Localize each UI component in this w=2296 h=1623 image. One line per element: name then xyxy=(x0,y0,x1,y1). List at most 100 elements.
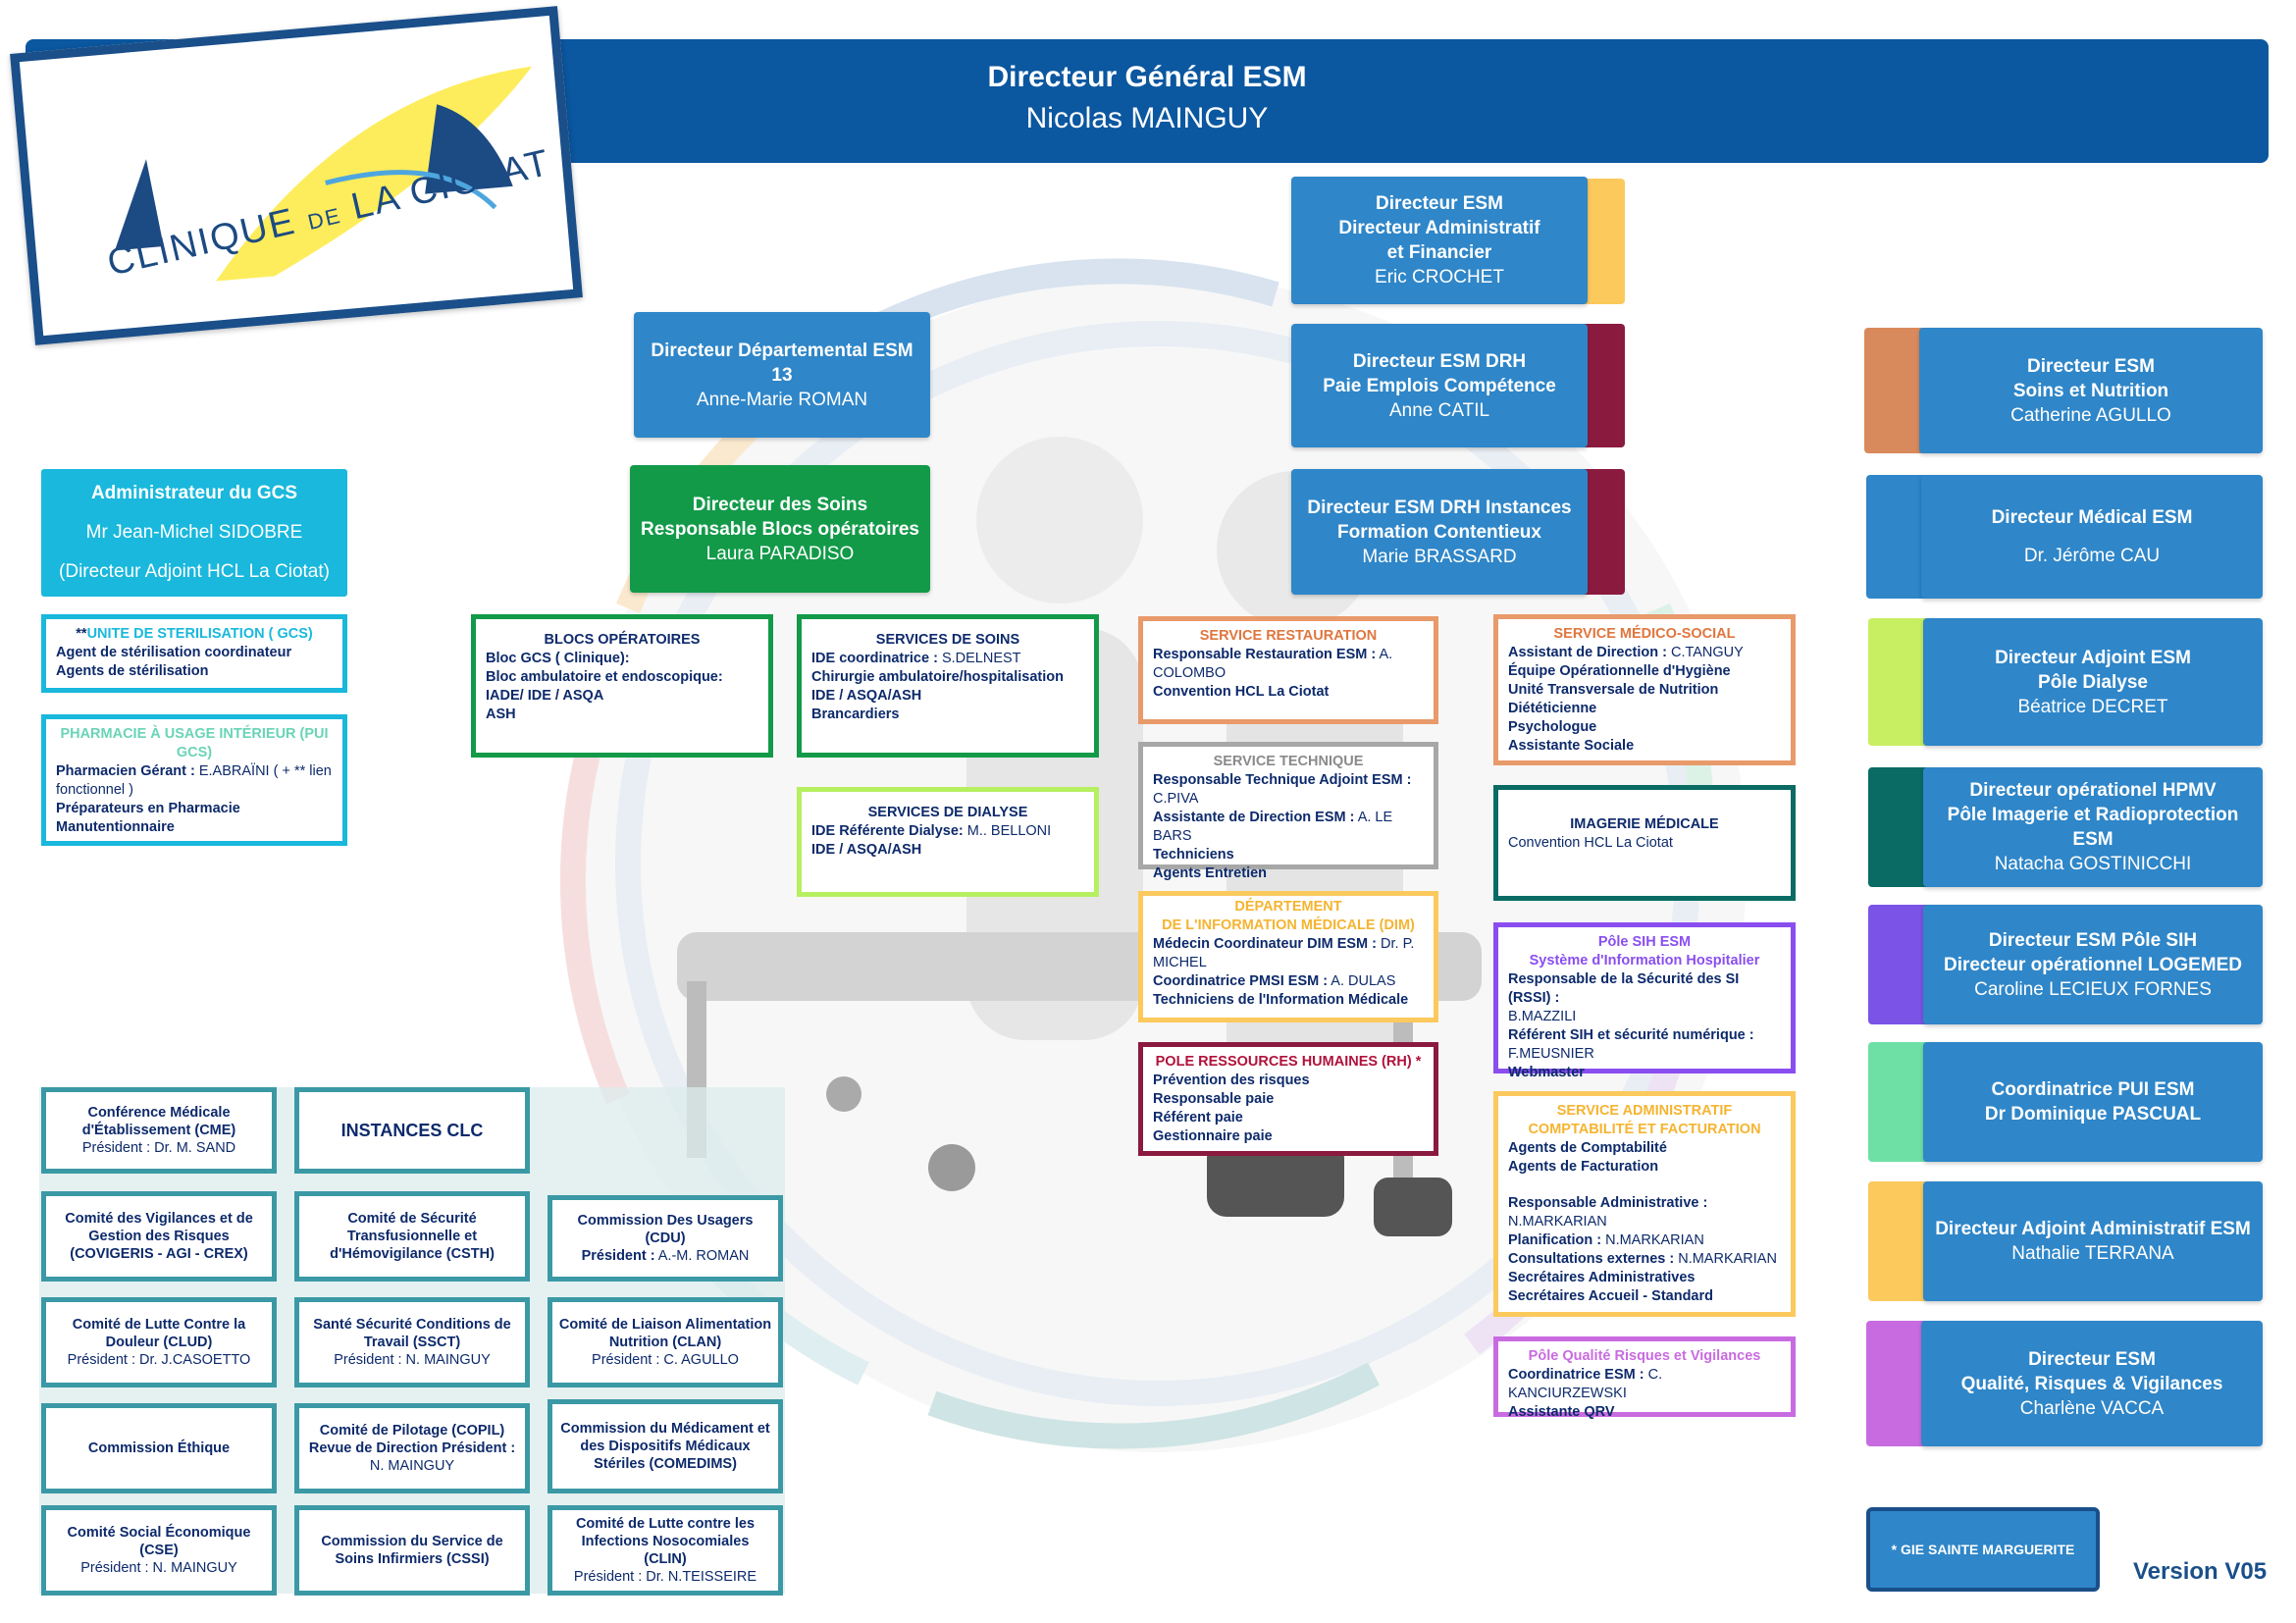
gie-sainte-marguerite-badge: * GIE SAINTE MARGUERITE xyxy=(1866,1507,2100,1592)
services-soins-line-4: Brancardiers xyxy=(811,707,900,722)
services-soins-line-3: IDE / ASQA/ASH xyxy=(811,688,922,704)
right-director-8-box: Directeur ESM Qualité, Risques & Vigilan… xyxy=(1921,1321,2263,1446)
instance-clud: Comité de Lutte Contre la Douleur (CLUD)… xyxy=(41,1297,277,1387)
admin-line-4: Planification : N.MARKARIAN xyxy=(1508,1232,1704,1248)
service-medico-social-box: SERVICE MÉDICO-SOCIAL Assistant de Direc… xyxy=(1493,614,1796,765)
right-director-2-tab xyxy=(1866,475,1929,599)
sih-line-1: Responsable de la Sécurité des SI (RSSI)… xyxy=(1508,971,1740,1006)
logo-sail-icon xyxy=(114,66,533,282)
right-director-7-box: Directeur Adjoint Administratif ESM Nath… xyxy=(1923,1181,2263,1301)
right-director-2-box: Directeur Médical ESM Dr. Jérôme CAU xyxy=(1921,475,2263,599)
restauration-line-1: Responsable Restauration ESM : A. COLOMB… xyxy=(1153,647,1393,681)
admin-title-2: COMPTABILITÉ ET FACTURATION xyxy=(1528,1122,1761,1137)
right-director-1-title: Directeur ESM Soins et Nutrition xyxy=(2012,355,2169,401)
imagerie-title: IMAGERIE MÉDICALE xyxy=(1570,816,1719,832)
instance-covigeris: Comité des Vigilances et de Gestion des … xyxy=(41,1191,277,1282)
right-director-1-name: Catherine AGULLO xyxy=(2010,404,2171,426)
right-director-2-name: Dr. Jérôme CAU xyxy=(2023,546,2161,566)
blocs-line-3: IADE/ IDE / ASQA xyxy=(486,688,604,704)
medico-social-line-2: Équipe Opérationnelle d'Hygiène xyxy=(1508,663,1731,679)
right-director-6-tab xyxy=(1868,1042,1931,1162)
director-daf-box: Directeur ESM Directeur Administratif et… xyxy=(1291,177,1588,304)
dim-title-1: DÉPARTEMENT xyxy=(1234,899,1342,915)
pole-qualite-box: Pôle Qualité Risques et Vigilances Coord… xyxy=(1493,1336,1796,1420)
right-director-5-title: Directeur ESM Pôle SIH Directeur opérati… xyxy=(1943,929,2243,975)
right-director-7-title: Directeur Adjoint Administratif ESM xyxy=(1935,1219,2251,1239)
medico-social-title: SERVICE MÉDICO-SOCIAL xyxy=(1553,626,1736,642)
sterilisation-line-2: Agents de stérilisation xyxy=(56,663,209,679)
right-director-5-name: Caroline LECIEUX FORNES xyxy=(1974,978,2212,1000)
instance-ethique: Commission Éthique xyxy=(41,1403,277,1493)
dialyse-title: SERVICES DE DIALYSE xyxy=(867,805,1028,820)
sterilisation-unit-box: **UNITE DE STERILISATION ( GCS) Agent de… xyxy=(41,614,347,693)
right-director-3-tab xyxy=(1868,618,1931,746)
admin-line-3: Responsable Administrative : xyxy=(1508,1195,1708,1211)
dim-line-1: Médecin Coordinateur DIM ESM : Dr. P. MI… xyxy=(1153,936,1415,970)
sih-line-2: Référent SIH et sécurité numérique : xyxy=(1508,1027,1754,1043)
services-soins-title: SERVICES DE SOINS xyxy=(875,632,1020,648)
right-director-6-box: Coordinatrice PUI ESM Dr Dominique PASCU… xyxy=(1923,1042,2263,1162)
medico-social-line-5: Psychologue xyxy=(1508,719,1597,735)
blocs-line-4: ASH xyxy=(486,707,516,722)
technique-line-1: Responsable Technique Adjoint ESM : C.PI… xyxy=(1153,772,1412,807)
right-director-6-title: Coordinatrice PUI ESM Dr Dominique PASCU… xyxy=(1984,1079,2202,1125)
soins-director-title: Directeur des Soins Responsable Blocs op… xyxy=(640,494,920,540)
qualite-line-1: Coordinatrice ESM : C. KANCIURZEWSKI xyxy=(1508,1367,1663,1401)
imagerie-medicale-box: IMAGERIE MÉDICALE Convention HCL La Ciot… xyxy=(1493,785,1796,901)
gcs-title: Administrateur du GCS xyxy=(90,483,298,503)
right-director-5-box: Directeur ESM Pôle SIH Directeur opérati… xyxy=(1923,905,2263,1024)
instance-cme: Conférence Médicale d'Établissement (CME… xyxy=(41,1087,277,1174)
version-label: Version V05 xyxy=(2133,1558,2268,1585)
blocs-operatoires-box: BLOCS OPÉRATOIRES Bloc GCS ( Clinique): … xyxy=(471,614,773,758)
rh-title: POLE RESSOURCES HUMAINES (RH) * xyxy=(1155,1054,1422,1070)
instance-copil: Comité de Pilotage (COPIL) Revue de Dire… xyxy=(294,1403,530,1493)
gcs-name: Mr Jean-Michel SIDOBRE xyxy=(85,522,303,543)
right-director-3-title: Directeur Adjoint ESM Pôle Dialyse xyxy=(1995,647,2191,693)
service-technique-box: SERVICE TECHNIQUE Responsable Technique … xyxy=(1138,742,1438,881)
instance-csth: Comité de Sécurité Transfusionnelle et d… xyxy=(294,1191,530,1282)
director-daf-name: Eric CROCHET xyxy=(1375,267,1504,288)
right-director-2-title: Directeur Médical ESM xyxy=(1991,507,2193,528)
director-drh-title: Directeur ESM DRH Paie Emplois Compétenc… xyxy=(1323,350,1556,396)
sih-title-2: Système d'Information Hospitalier xyxy=(1529,953,1760,969)
director-drh-instances-name: Marie BRASSARD xyxy=(1362,546,1517,567)
pharmacy-line-1: Pharmacien Gérant : E.ABRAÏNI ( + ** lie… xyxy=(56,763,332,798)
restauration-title: SERVICE RESTAURATION xyxy=(1199,628,1378,644)
sih-line-1-name: B.MAZZILI xyxy=(1508,1009,1577,1024)
admin-line-7: Secrétaires Accueil - Standard xyxy=(1508,1288,1713,1304)
soins-director-name: Laura PARADISO xyxy=(705,543,855,564)
admin-line-2: Agents de Facturation xyxy=(1508,1159,1659,1175)
sih-title-1: Pôle SIH ESM xyxy=(1597,934,1692,950)
instance-cdu: Commission Des Usagers (CDU)Président : … xyxy=(548,1195,783,1282)
medico-social-line-6: Assistante Sociale xyxy=(1508,738,1635,754)
right-director-8-name: Charlène VACCA xyxy=(2019,1397,2165,1419)
qualite-title: Pôle Qualité Risques et Vigilances xyxy=(1528,1348,1761,1364)
service-administratif-box: SERVICE ADMINISTRATIF COMPTABILITÉ ET FA… xyxy=(1493,1091,1796,1317)
soins-director-box: Directeur des Soins Responsable Blocs op… xyxy=(630,465,930,593)
dim-line-3: Techniciens de l'Information Médicale xyxy=(1153,992,1409,1008)
dialyse-line-2: IDE / ASQA/ASH xyxy=(811,842,922,858)
rh-line-4: Gestionnaire paie xyxy=(1153,1128,1273,1144)
director-drh-instances-box: Directeur ESM DRH Instances Formation Co… xyxy=(1291,469,1588,595)
technique-line-2: Assistante de Direction ESM : A. LE BARS xyxy=(1153,810,1393,844)
imagerie-line-1: Convention HCL La Ciotat xyxy=(1508,835,1673,851)
rh-line-1: Prévention des risques xyxy=(1153,1073,1310,1088)
pharmacy-title: PHARMACIE À USAGE INTÉRIEUR (PUI GCS) xyxy=(60,726,329,760)
gcs-administrator-box: Administrateur du GCS Mr Jean-Michel SID… xyxy=(41,469,347,597)
clinic-logo: CLINIQUE DE LA CIOTAT xyxy=(10,6,583,345)
right-director-4-title: Directeur opérationel HPMV Pôle Imagerie… xyxy=(1947,780,2239,850)
sih-line-3: Webmaster xyxy=(1508,1065,1585,1080)
instance-clan: Comité de Liaison Alimentation Nutrition… xyxy=(548,1297,783,1387)
blocs-line-1: Bloc GCS ( Clinique): xyxy=(486,651,630,666)
pharmacy-box: PHARMACIE À USAGE INTÉRIEUR (PUI GCS) Ph… xyxy=(41,714,347,846)
medico-social-line-3: Unité Transversale de Nutrition xyxy=(1508,682,1719,698)
pharmacy-line-3: Manutentionnaire xyxy=(56,819,175,835)
medico-social-line-1: Assistant de Direction : C.TANGUY xyxy=(1508,645,1744,660)
right-director-5-tab xyxy=(1868,905,1931,1024)
admin-line-6: Secrétaires Administratives xyxy=(1508,1270,1696,1285)
instance-clin: Comité de Lutte contre les Infections No… xyxy=(548,1505,783,1596)
sih-line-2-name: F.MEUSNIER xyxy=(1508,1046,1594,1062)
services-soins-box: SERVICES DE SOINS IDE coordinatrice : S.… xyxy=(797,614,1099,758)
services-soins-line-1: IDE coordinatrice : S.DELNEST xyxy=(811,651,1021,666)
right-director-4-name: Natacha GOSTINICCHI xyxy=(1994,854,2192,874)
